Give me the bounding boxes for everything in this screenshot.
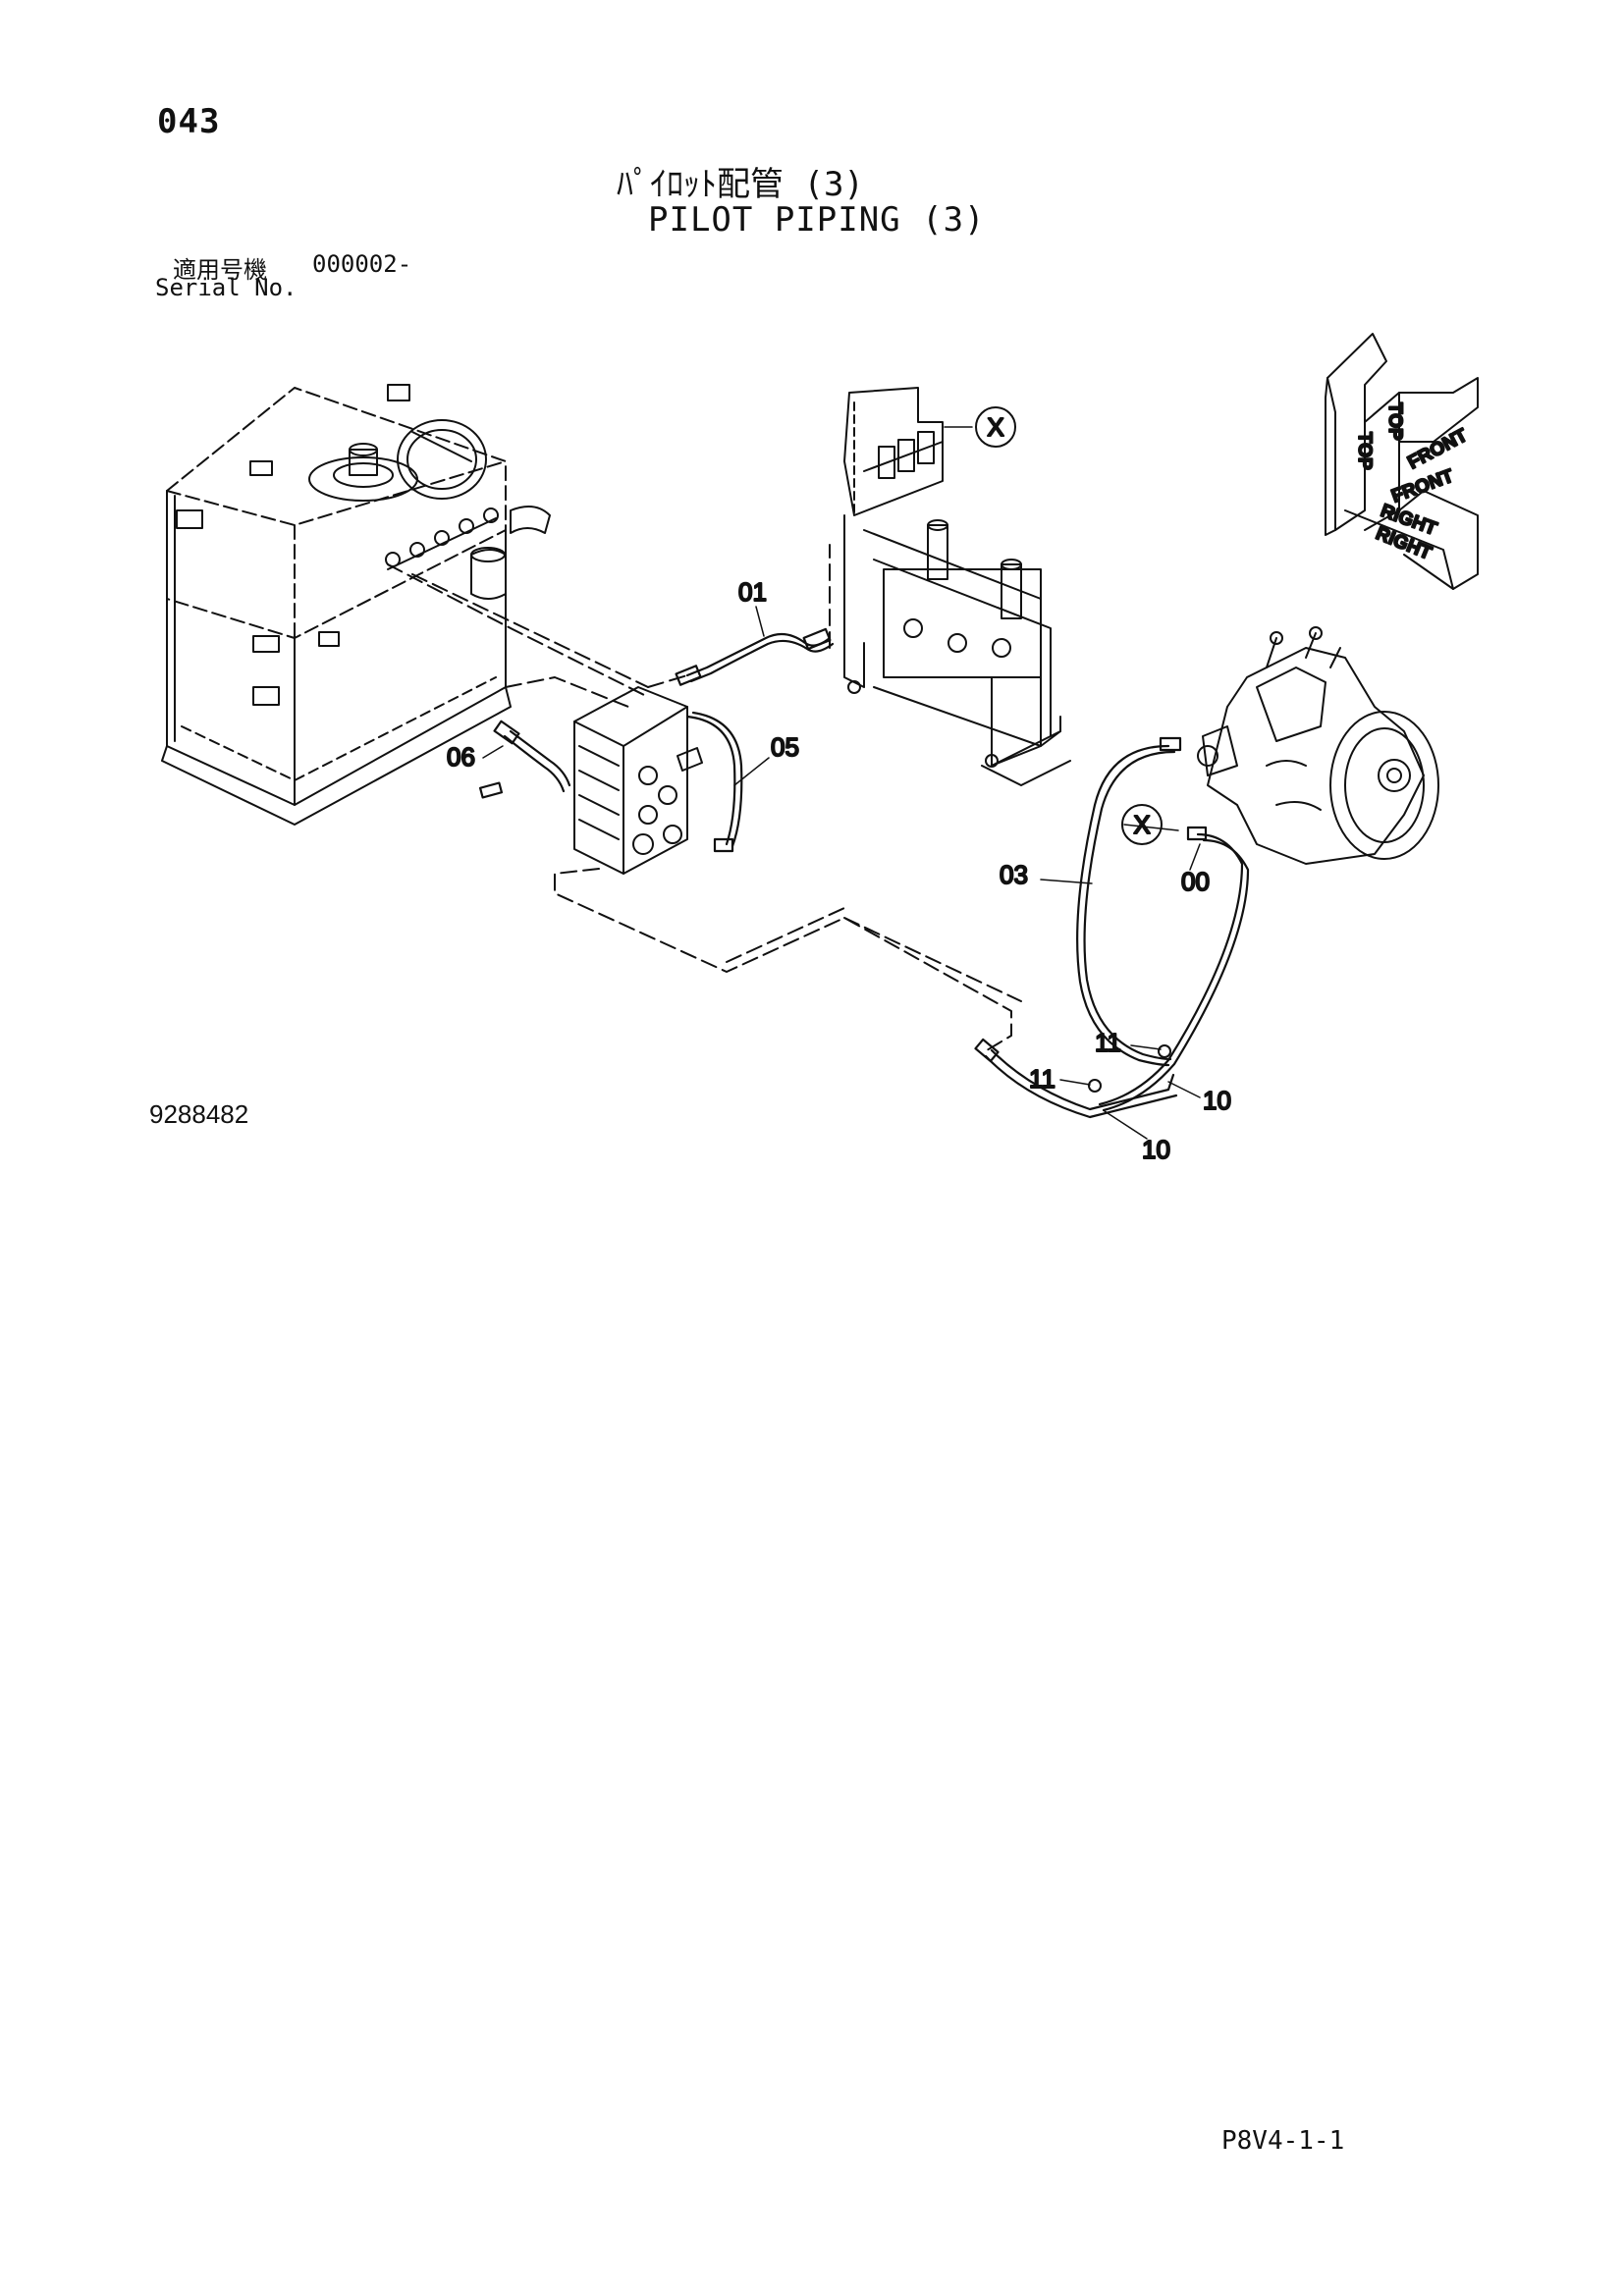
orient-top-right: TOP <box>1384 402 1405 441</box>
callout-00: 00 <box>1181 867 1210 896</box>
callout-10-upper: 10 <box>1203 1086 1231 1115</box>
pilot-manifold-block <box>573 686 703 875</box>
ref-mark-2-label: X <box>1133 810 1150 839</box>
ref-mark-1-label: X <box>987 412 1003 442</box>
hoses <box>478 627 1250 1119</box>
page-title-japanese: ﾊﾟｲﾛｯﾄ配管 (3) <box>617 165 864 204</box>
serial-label-japanese: 適用号機 <box>173 256 267 284</box>
sheet-code: P8V4-1-1 <box>1221 2126 1345 2156</box>
orient-top-left: TOP <box>1354 432 1375 470</box>
orientation-indicator <box>1325 333 1479 590</box>
callout-leaders <box>482 426 1201 1140</box>
callout-03: 03 <box>1000 860 1028 889</box>
hydraulic-tank <box>161 384 551 826</box>
callout-01: 01 <box>738 577 767 607</box>
callout-10-lower: 10 <box>1142 1135 1170 1164</box>
serial-number-value: 000002- <box>312 250 412 278</box>
page-number: 043 <box>157 102 221 141</box>
page-title-english: PILOT PIPING (3) <box>648 200 986 240</box>
pilot-valve-assembly <box>843 387 1071 786</box>
callout-11-lower: 11 <box>1029 1064 1056 1094</box>
drawing-number: 9288482 <box>149 1099 249 1129</box>
serial-label-english: Serial No. <box>155 274 298 301</box>
reference-mark-x <box>975 406 1163 845</box>
bolt-11 <box>1088 1044 1171 1093</box>
main-pump <box>1197 626 1439 865</box>
callout-06: 06 <box>447 742 475 772</box>
callout-11-upper: 11 <box>1095 1028 1121 1057</box>
callout-05: 05 <box>771 732 799 762</box>
orient-front-upper: FRONT <box>1404 425 1471 473</box>
routing-dashed-lines <box>387 544 1022 1051</box>
